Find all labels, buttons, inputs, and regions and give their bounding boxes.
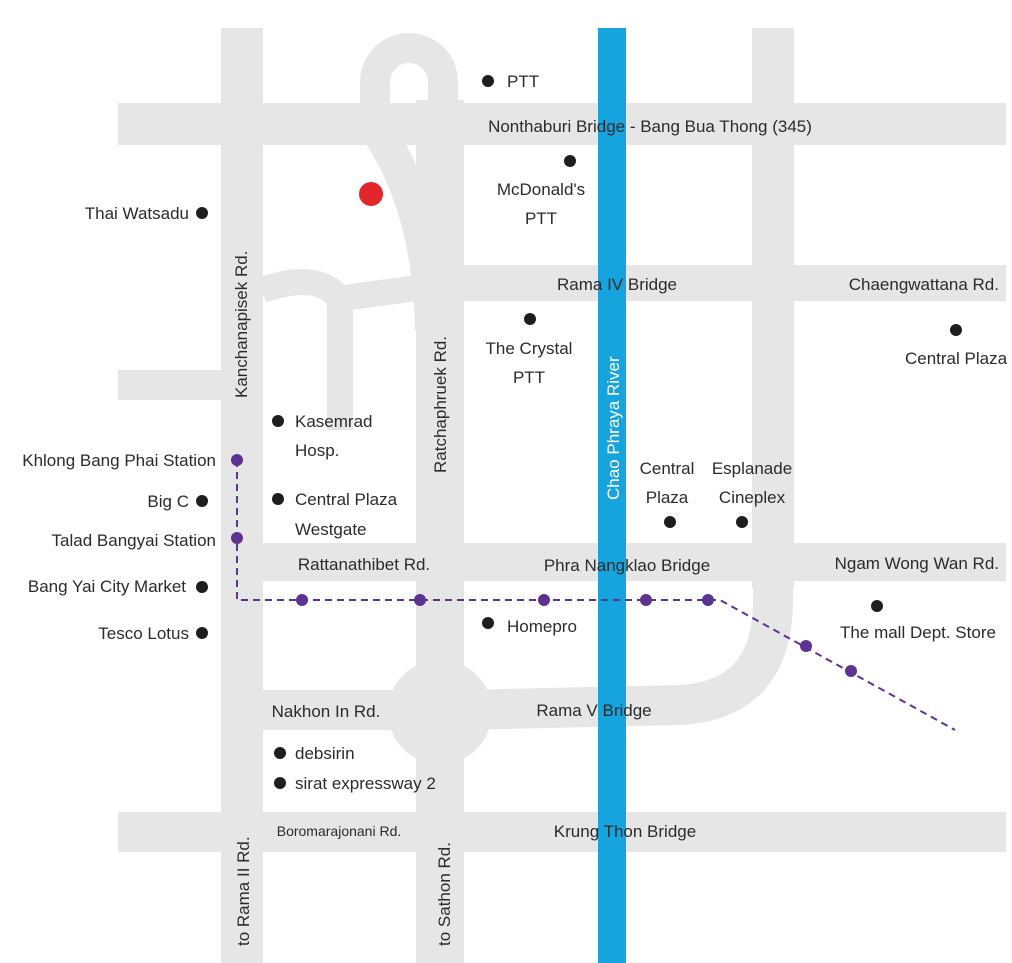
transit-stations — [231, 454, 857, 677]
road-curves — [257, 33, 793, 764]
label-ptt-top: PTT — [507, 72, 539, 91]
label-crystal: The Crystal — [486, 339, 573, 358]
label-mcdonalds: McDonald's — [497, 180, 585, 199]
label-krung-thon-bridge: Krung Thon Bridge — [554, 822, 696, 841]
poi-mcdonalds[interactable] — [564, 155, 576, 167]
label-esplanade-2: Cineplex — [719, 488, 786, 507]
poi-the-mall[interactable] — [871, 600, 883, 612]
label-rama5-bridge: Rama V Bridge — [536, 701, 651, 720]
label-ptt-mcd: PTT — [525, 209, 557, 228]
label-to-sathon: to Sathon Rd. — [435, 842, 454, 946]
label-the-mall: The mall Dept. Store — [840, 623, 996, 642]
label-central-westgate-2: Westgate — [295, 520, 367, 539]
label-ratchaphruek: Ratchaphruek Rd. — [431, 336, 450, 473]
station-stop-3[interactable] — [538, 594, 550, 606]
label-central-plaza-river-1: Central — [640, 459, 695, 478]
label-chao-phraya-river: Chao Phraya River — [604, 356, 623, 500]
station-talad-bangyai[interactable] — [231, 532, 243, 544]
label-nakhon-in: Nakhon In Rd. — [272, 702, 381, 721]
roundabout — [388, 660, 492, 764]
poi-central-westgate[interactable] — [272, 493, 284, 505]
label-rattanathibet: Rattanathibet Rd. — [298, 555, 430, 574]
destination-marker[interactable] — [359, 182, 383, 206]
poi-kasemrad[interactable] — [272, 415, 284, 427]
poi-big-c[interactable] — [196, 495, 208, 507]
poi-tesco[interactable] — [196, 627, 208, 639]
place-labels: PTT McDonald's PTT Thai Watsadu The Crys… — [22, 72, 1007, 793]
label-khlong-bang-phai: Khlong Bang Phai Station — [22, 451, 216, 470]
poi-central-plaza-river[interactable] — [664, 516, 676, 528]
station-stop-5[interactable] — [702, 594, 714, 606]
road-labels: Nonthaburi Bridge - Bang Bua Thong (345)… — [232, 117, 999, 946]
poi-central-plaza-east[interactable] — [950, 324, 962, 336]
label-sirat: sirat expressway 2 — [295, 774, 436, 793]
label-thai-watsadu: Thai Watsadu — [85, 204, 189, 223]
station-stop-2[interactable] — [414, 594, 426, 606]
label-to-rama2: to Rama II Rd. — [234, 836, 253, 946]
rama4-bridge-road — [455, 265, 1006, 301]
road-west-spur — [118, 370, 228, 400]
label-central-plaza-river-2: Plaza — [646, 488, 689, 507]
label-talad-bangyai: Talad Bangyai Station — [52, 531, 216, 550]
label-nonthaburi-bridge: Nonthaburi Bridge - Bang Bua Thong (345) — [488, 117, 812, 136]
poi-dots — [196, 75, 962, 789]
road-network — [118, 28, 1006, 963]
station-stop-6[interactable] — [800, 640, 812, 652]
label-phra-nangklao: Phra Nangklao Bridge — [544, 556, 710, 575]
label-big-c: Big C — [147, 492, 189, 511]
label-central-plaza-east: Central Plaza — [905, 349, 1008, 368]
station-stop-1[interactable] — [296, 594, 308, 606]
label-esplanade-1: Esplanade — [712, 459, 792, 478]
road-link-curve — [257, 269, 353, 430]
label-tesco: Tesco Lotus — [98, 624, 189, 643]
label-central-westgate-1: Central Plaza — [295, 490, 398, 509]
label-homepro: Homepro — [507, 617, 577, 636]
chao-phraya-river — [598, 28, 626, 963]
station-khlong-bang-phai[interactable] — [231, 454, 243, 466]
road-arc-east — [459, 560, 793, 730]
poi-homepro[interactable] — [482, 617, 494, 629]
label-debsirin: debsirin — [295, 744, 355, 763]
label-chaengwattana: Chaengwattana Rd. — [849, 275, 999, 294]
poi-ptt-top[interactable] — [482, 75, 494, 87]
station-stop-7[interactable] — [845, 665, 857, 677]
poi-esplanade[interactable] — [736, 516, 748, 528]
kanchanapisek-road — [221, 28, 263, 963]
label-kasemrad-1: Kasemrad — [295, 412, 372, 431]
label-ngam-wong-wan: Ngam Wong Wan Rd. — [835, 554, 999, 573]
station-stop-4[interactable] — [640, 594, 652, 606]
label-kasemrad-2: Hosp. — [295, 441, 339, 460]
label-bang-yai-market: Bang Yai City Market — [28, 577, 186, 596]
label-boromarajonani: Boromarajonani Rd. — [277, 823, 402, 839]
poi-crystal[interactable] — [524, 313, 536, 325]
poi-sirat[interactable] — [274, 777, 286, 789]
poi-bang-yai-market[interactable] — [196, 581, 208, 593]
label-ptt-crystal: PTT — [513, 368, 545, 387]
label-rama4-bridge: Rama IV Bridge — [557, 275, 677, 294]
poi-debsirin[interactable] — [274, 747, 286, 759]
poi-thai-watsadu[interactable] — [196, 207, 208, 219]
krung-thon-bridge-road — [118, 812, 1006, 852]
transit-line — [236, 460, 956, 731]
nonthaburi-bridge-road — [118, 103, 1006, 145]
road-top-loop — [360, 33, 458, 125]
label-kanchanapisek: Kanchanapisek Rd. — [232, 251, 251, 398]
